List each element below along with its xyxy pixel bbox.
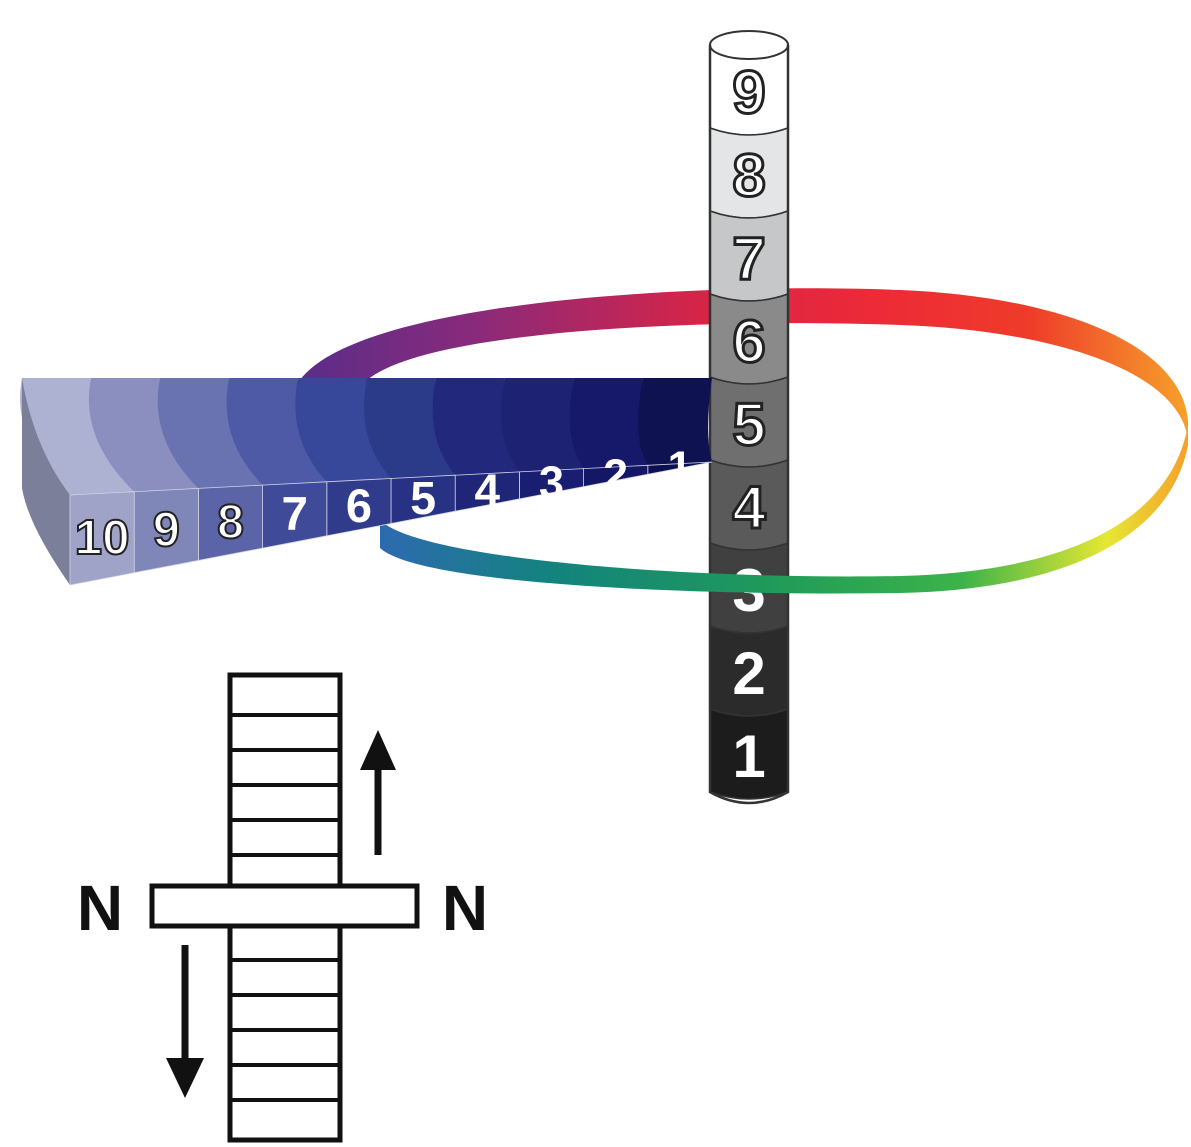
up-arrow-icon [360,730,396,855]
chroma-wedge-top-block [569,378,648,469]
chroma-wedge-end-face [22,378,70,585]
value-column: 987654321 [708,30,790,805]
chroma-label: 8 [217,495,244,549]
value-column-outline [708,45,790,805]
chroma-label: 2 [603,451,628,500]
value-column-cap [709,30,789,60]
hue-ring-back [300,288,1188,440]
chroma-label: 5 [410,472,436,524]
value-label: 1 [732,723,765,790]
chroma-wedge-top-block [364,378,456,479]
value-label: 5 [732,391,765,458]
chroma-label: 7 [281,488,307,541]
value-label: 6 [732,308,765,375]
chroma-label: 4 [475,465,501,516]
down-arrow-icon [166,945,204,1098]
value-label: 4 [732,474,766,541]
chroma-label: 10 [75,510,130,565]
chroma-wedge-top-block [88,378,199,492]
chroma-label: 6 [346,479,372,532]
chroma-wedge-top-block [157,378,263,489]
value-label: 8 [732,142,765,209]
magnet-crossbar [149,883,420,929]
chroma-wedge-top-block [432,378,520,476]
chroma-wedge-top-block [638,378,712,466]
chroma-wedge-top-block [501,378,584,472]
value-label: 9 [732,59,765,126]
left-pole-label: N [77,872,123,944]
value-label: 7 [732,225,765,292]
magnet-diagram: N N [77,672,488,1143]
value-label: 2 [732,640,765,707]
chroma-wedge-front-block [69,491,135,586]
chroma-wedge-top-block [226,378,327,486]
chroma-label: 9 [153,503,180,557]
right-pole-label: N [442,872,488,944]
chroma-wedge-top-block [295,378,391,482]
chroma-label: 3 [539,457,564,508]
chroma-label: 1 [668,443,692,492]
